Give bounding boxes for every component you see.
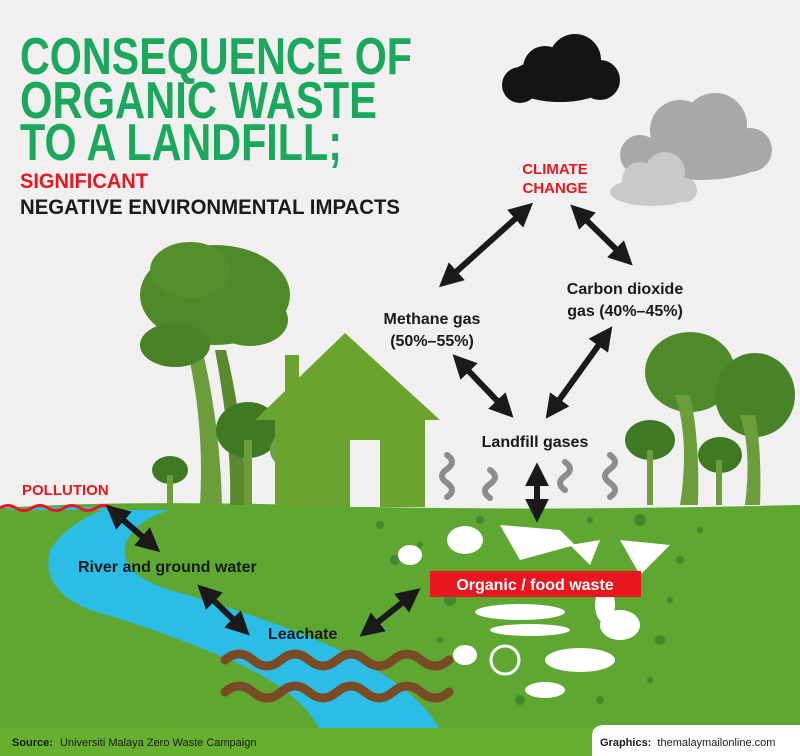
graphics-text: themalaymailonline.com <box>657 737 775 749</box>
source-label: Source: Universiti Malaya Zero Waste Cam… <box>12 737 256 749</box>
climate-change-label: CLIMATE <box>522 161 588 178</box>
title-line-2: ORGANIC WASTE <box>20 72 377 130</box>
house-door <box>350 440 380 507</box>
arrow-leachate-waste <box>359 588 421 637</box>
methane-percent: (50%–55%) <box>390 333 474 350</box>
pollution-wave <box>0 504 113 512</box>
leachate-waves <box>220 649 454 703</box>
arrow-co2-climate <box>570 204 633 266</box>
arrow-pollution-river <box>105 504 161 553</box>
organic-waste-label: Organic / food waste <box>456 577 613 594</box>
title-highlight: SIGNIFICANT <box>20 170 148 193</box>
right-trees-icon <box>625 332 795 505</box>
river-label: River and ground water <box>78 559 257 576</box>
title-line-1: CONSEQUENCE OF <box>20 28 412 86</box>
arrow-co2-landfill <box>545 326 613 419</box>
graphics-label: Graphics: <box>600 737 651 749</box>
leachate-label: Leachate <box>268 626 337 643</box>
arrow-methane-landfill <box>452 354 514 418</box>
climate-change-label-2: CHANGE <box>522 180 587 197</box>
title-line-3: TO A LANDFILL; <box>20 114 342 172</box>
source-label-prefix: Source: <box>12 737 53 749</box>
methane-label: Methane gas <box>384 311 481 328</box>
co2-percent: gas (40%–45%) <box>567 303 683 320</box>
gas-squiggle-icons <box>439 452 618 501</box>
light-cloud-icon <box>610 152 697 206</box>
graphics-credit-box <box>592 725 800 756</box>
house-icon <box>255 333 440 507</box>
food-scraps-icon <box>398 525 670 698</box>
source-text: Universiti Malaya Zero Waste Campaign <box>60 737 256 749</box>
organic-waste-box <box>430 571 641 597</box>
co2-label: Carbon dioxide <box>567 281 684 298</box>
organic-waste-pile <box>376 514 703 705</box>
pollution-label: POLLUTION <box>22 482 109 499</box>
subtitle: NEGATIVE ENVIRONMENTAL IMPACTS <box>20 196 400 219</box>
black-cloud-icon <box>502 34 620 103</box>
arrow-river-leachate <box>197 584 250 636</box>
graphics-credit: Graphics: themalaymailonline.com <box>600 737 775 749</box>
landfill-gases-label: Landfill gases <box>482 434 589 451</box>
arrow-methane-climate <box>438 202 534 288</box>
